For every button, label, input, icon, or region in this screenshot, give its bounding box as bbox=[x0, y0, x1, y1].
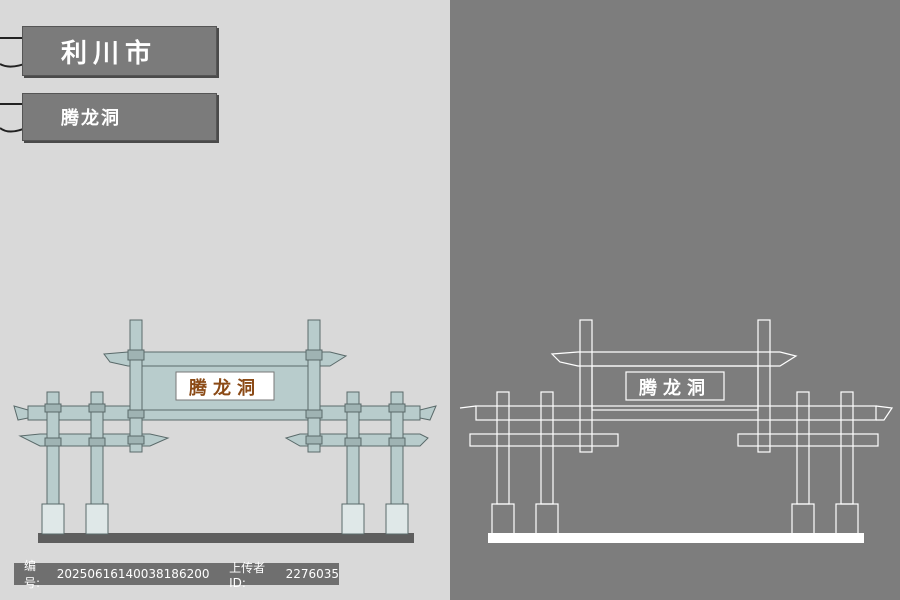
city-sign: 利川市 bbox=[22, 26, 217, 76]
plaque-text-outline: 腾龙洞 bbox=[639, 378, 711, 399]
id-value: 20250616140038186200 bbox=[56, 567, 210, 581]
cave-sign-label: 腾龙洞 bbox=[61, 108, 121, 129]
city-sign-label: 利川市 bbox=[61, 38, 158, 69]
colored-gate bbox=[13, 319, 437, 543]
uploader-label: 上传者ID: bbox=[229, 560, 266, 590]
right-panel bbox=[450, 0, 900, 600]
outline-gate bbox=[459, 319, 894, 543]
footer-info-bar: 编号: 20250616140038186200 上传者ID: 2276035 bbox=[14, 559, 340, 590]
plaque-text-colored: 腾龙洞 bbox=[189, 378, 261, 399]
id-label: 编号: bbox=[24, 559, 41, 590]
uploader-value: 2276035 bbox=[285, 567, 340, 581]
cave-sign: 腾龙洞 bbox=[22, 93, 217, 141]
